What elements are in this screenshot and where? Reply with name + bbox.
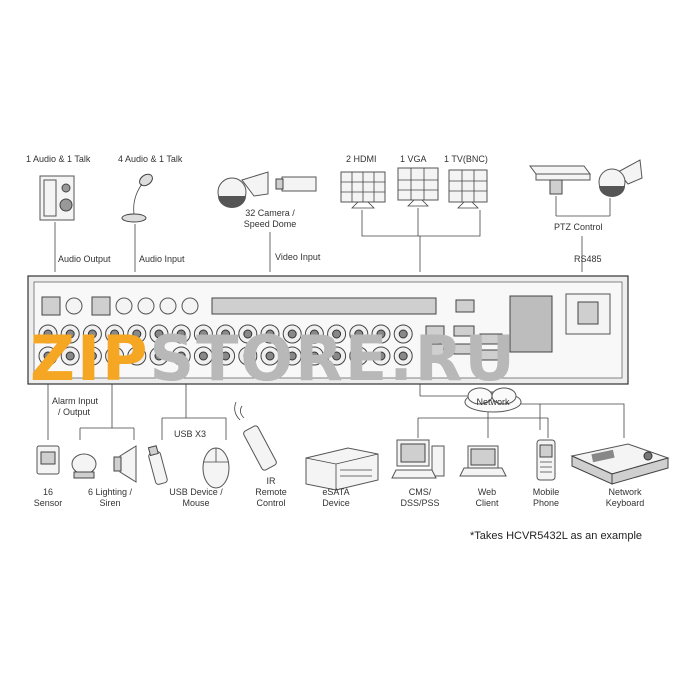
ptz-controller-icon	[529, 165, 591, 195]
watermark-store: STORE.RU	[149, 322, 516, 395]
bnc-connector-core	[87, 351, 97, 361]
alarm-label-2: / Output	[58, 407, 91, 417]
device-label: CMS/	[409, 487, 432, 497]
bnc-connector-core	[43, 329, 53, 339]
bnc-connector-core	[265, 329, 275, 339]
bnc-connector-core	[287, 329, 297, 339]
tv-monitor-icon	[448, 169, 488, 209]
camera-label: 32 Camera /	[245, 208, 295, 218]
ptz-dome-icon	[598, 159, 643, 197]
bnc-connector-core	[398, 351, 408, 361]
sensor-icon	[36, 445, 60, 475]
bnc-connector-core	[110, 329, 120, 339]
network-label: Network	[476, 397, 510, 407]
bnc-connector-core	[110, 351, 120, 361]
bnc-connector-core	[354, 351, 364, 361]
bnc-connector-core	[65, 329, 75, 339]
speed-dome-icon	[217, 171, 269, 208]
lighting-icon	[71, 453, 97, 479]
tv-label: 1 TV(BNC)	[444, 154, 488, 164]
esata-device-icon	[305, 447, 379, 491]
bnc-connector-core	[132, 329, 142, 339]
audio-input-label: Audio Input	[139, 254, 185, 264]
bnc-connector-core	[221, 329, 231, 339]
bullet-camera-icon	[275, 176, 317, 192]
device-label: USB Device /	[169, 487, 223, 497]
bnc-connector-core	[65, 351, 75, 361]
device-label: DSS/PSS	[400, 498, 439, 508]
vga-label: 1 VGA	[400, 154, 427, 164]
bnc-connector-core	[309, 329, 319, 339]
network-cloud-icon	[464, 387, 522, 413]
alarm-label-1: Alarm Input	[52, 396, 99, 406]
bnc-connector-core	[287, 351, 297, 361]
bnc-connector-core	[332, 329, 342, 339]
device-label: 6 Lighting /	[88, 487, 133, 497]
ptz-label: PTZ Control	[554, 222, 603, 232]
siren-icon	[113, 445, 137, 483]
bnc-connector-core	[176, 351, 186, 361]
device-label: Client	[475, 498, 499, 508]
video-input-label: Video Input	[275, 252, 321, 262]
device-label: Control	[256, 498, 285, 508]
mouse-icon	[202, 447, 230, 489]
watermark: ZIPSTORE.RU	[30, 322, 517, 395]
watermark-zip: ZIP	[30, 322, 149, 395]
bnc-connector-core	[198, 351, 208, 361]
bnc-connector-core	[398, 329, 408, 339]
bnc-connector-core	[376, 329, 386, 339]
laptop-icon	[459, 445, 507, 477]
bnc-connector-core	[309, 351, 319, 361]
camera-label-2: Speed Dome	[244, 219, 297, 229]
audio-talk-mic-label: 4 Audio & 1 Talk	[118, 154, 183, 164]
bnc-connector-core	[154, 351, 164, 361]
top-connectors	[54, 196, 611, 272]
computer-icon	[391, 439, 445, 479]
device-label: Sensor	[34, 498, 63, 508]
bottom-device-labels: 16 Sensor 6 Lighting / Siren USB Device …	[34, 476, 645, 508]
bnc-connector-core	[332, 351, 342, 361]
bottom-connectors	[47, 384, 625, 440]
bnc-connector-core	[376, 351, 386, 361]
device-label: Remote	[255, 487, 287, 497]
device-label: Phone	[533, 498, 559, 508]
bnc-connector-core	[198, 329, 208, 339]
usb-stick-icon	[147, 445, 168, 485]
device-label: Keyboard	[606, 498, 645, 508]
bnc-connector-core	[43, 351, 53, 361]
device-label: IR	[267, 476, 277, 486]
bnc-connector-core	[354, 329, 364, 339]
device-label: Mouse	[182, 498, 209, 508]
bnc-connector-core	[243, 329, 253, 339]
footnote: *Takes HCVR5432L as an example	[470, 530, 643, 542]
device-label: 16	[43, 487, 53, 497]
bnc-connector-core	[221, 351, 231, 361]
bnc-connector-core	[87, 329, 97, 339]
usb-label: USB X3	[174, 429, 206, 439]
device-label: Web	[478, 487, 496, 497]
device-label: Network	[608, 487, 642, 497]
speaker-icon	[39, 175, 75, 221]
bnc-connector-core	[132, 351, 142, 361]
bnc-connector-core	[154, 329, 164, 339]
bnc-connector-core	[265, 351, 275, 361]
vga-monitor-icon	[397, 167, 439, 207]
network-keyboard-icon	[570, 443, 670, 485]
device-label: Siren	[99, 498, 120, 508]
hdmi-label: 2 HDMI	[346, 154, 377, 164]
device-label: Mobile	[533, 487, 560, 497]
device-label: eSATA	[322, 487, 349, 497]
hdmi-monitor-icon	[340, 171, 386, 209]
rs485-label: RS485	[574, 254, 602, 264]
ir-remote-icon	[234, 401, 277, 471]
mobile-phone-icon	[536, 439, 556, 481]
device-label: Device	[322, 498, 350, 508]
microphone-icon	[121, 173, 153, 223]
audio-output-label: Audio Output	[58, 254, 111, 264]
bnc-connector-rows	[38, 324, 413, 366]
bnc-connector-core	[176, 329, 186, 339]
audio-talk-label: 1 Audio & 1 Talk	[26, 154, 91, 164]
bnc-connector-core	[243, 351, 253, 361]
